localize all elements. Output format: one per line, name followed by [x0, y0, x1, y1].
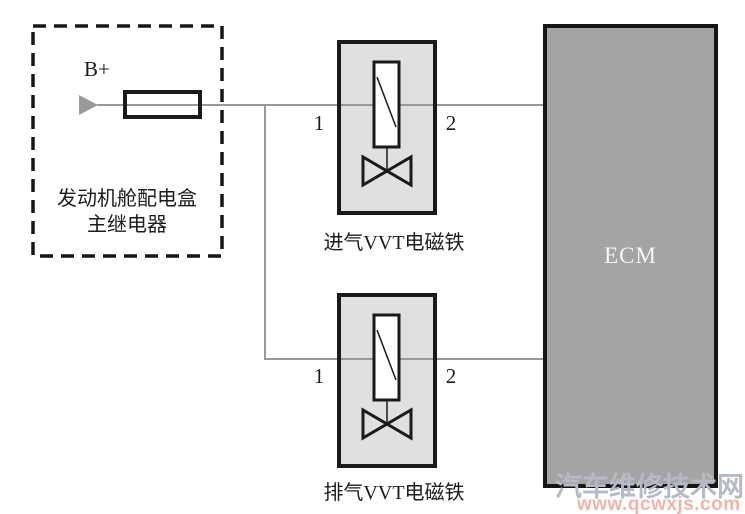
valve-right-triangle-icon — [384, 154, 413, 188]
solenoid-coil-icon — [372, 313, 401, 402]
wire-feed-to-exhaust-solenoid — [264, 358, 543, 360]
solenoid-diagonal-line — [376, 329, 397, 381]
solenoid-outer-border — [337, 40, 437, 215]
exhaust-solenoid-label: 排气VVT电磁铁 — [323, 482, 465, 504]
exhaust-vvt-solenoid-symbol — [337, 293, 437, 468]
intake-solenoid-pin-2: 2 — [445, 111, 457, 135]
solenoid-coil-icon — [372, 60, 401, 149]
relay-box-label: 发动机舱配电盒 主继电器 — [36, 186, 218, 238]
watermark-site-url: www.qcwxjs.com — [577, 494, 741, 514]
wire-branch-vertical — [264, 104, 266, 360]
watermark-site-name: 汽车维修技术网 — [555, 472, 744, 502]
ecm-box: ECM — [543, 24, 718, 488]
solenoid-diagonal-line — [376, 76, 397, 128]
intake-solenoid-label: 进气VVT电磁铁 — [323, 232, 465, 254]
exhaust-solenoid-pin-1: 1 — [313, 364, 325, 388]
exhaust-solenoid-pin-2: 2 — [445, 364, 457, 388]
relay-dashed-border — [31, 24, 224, 258]
valve-left-triangle-icon — [361, 154, 390, 188]
valve-right-triangle-icon — [384, 407, 413, 441]
fuse-icon — [123, 90, 202, 119]
valve-left-triangle-icon — [361, 407, 390, 441]
ecm-label: ECM — [604, 243, 657, 268]
intake-vvt-solenoid-symbol — [337, 40, 437, 215]
power-input-arrow-icon — [79, 95, 98, 115]
relay-box-label-line2: 主继电器 — [87, 214, 167, 236]
battery-positive-label: B+ — [84, 57, 110, 81]
solenoid-outer-border — [337, 293, 437, 468]
intake-solenoid-pin-1: 1 — [313, 111, 325, 135]
relay-box-label-line1: 发动机舱配电盒 — [57, 188, 197, 210]
wire-feed-to-intake-solenoid — [97, 104, 543, 106]
